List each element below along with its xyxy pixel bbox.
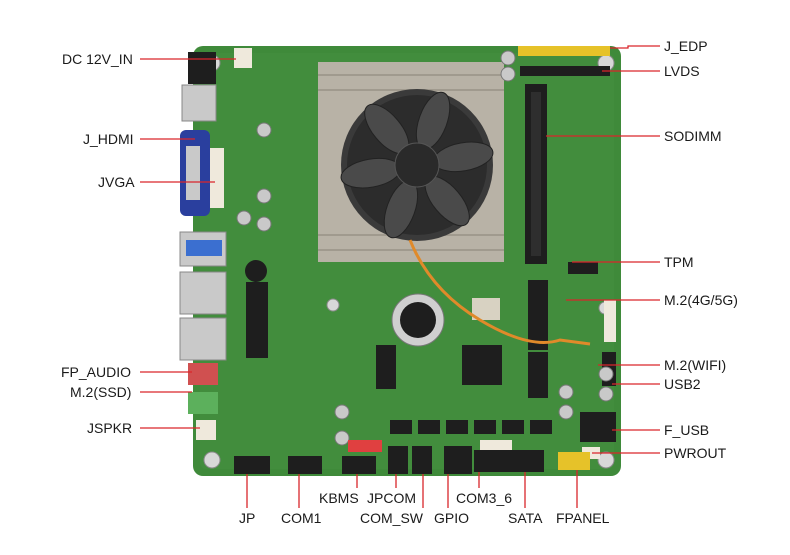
sata-power-red bbox=[348, 440, 382, 452]
kbms-header bbox=[342, 456, 376, 474]
white-header-right bbox=[604, 300, 616, 342]
buzzer bbox=[245, 260, 267, 282]
lan-port-2 bbox=[179, 317, 227, 361]
com-sw-header bbox=[412, 446, 432, 474]
fpanel-header bbox=[558, 452, 590, 470]
f-usb-header bbox=[580, 412, 616, 442]
label-jpcom: JPCOM bbox=[367, 490, 416, 506]
mosfet-row bbox=[390, 420, 552, 434]
label-com3-6: COM3_6 bbox=[456, 490, 513, 506]
power-header bbox=[234, 48, 252, 68]
label-j-edp: J_EDP bbox=[664, 38, 708, 54]
label-gpio: GPIO bbox=[434, 510, 470, 526]
label-lvds: LVDS bbox=[664, 63, 700, 79]
m2-ssd-slot bbox=[246, 282, 268, 358]
label-f-usb: F_USB bbox=[664, 422, 710, 438]
lvds-header bbox=[520, 66, 610, 76]
jpcom-header bbox=[388, 446, 408, 474]
label-jvga: JVGA bbox=[98, 174, 135, 190]
j-edp-header bbox=[518, 46, 610, 56]
leader-lines bbox=[140, 45, 660, 508]
label-usb2: USB2 bbox=[664, 376, 701, 392]
com1-header bbox=[288, 456, 322, 474]
jp-header bbox=[234, 456, 270, 474]
sodimm-inner bbox=[531, 92, 541, 256]
bios-chip bbox=[472, 298, 500, 320]
usb3-insert bbox=[186, 240, 222, 256]
fan-hub bbox=[394, 142, 440, 188]
label-m2-wifi: M.2(WIFI) bbox=[664, 357, 727, 373]
m2-4g5g-slot bbox=[528, 280, 548, 350]
m2-wifi-slot bbox=[528, 352, 548, 398]
m2-ssd-2 bbox=[376, 345, 396, 389]
fan-blades bbox=[340, 91, 494, 239]
label-j-hdmi: J_HDMI bbox=[83, 131, 134, 147]
label-dc-12v-in: DC 12V_IN bbox=[62, 51, 133, 67]
label-com-sw: COM_SW bbox=[360, 510, 423, 526]
dc-jack bbox=[188, 52, 216, 84]
label-m2-4g5g: M.2(4G/5G) bbox=[664, 292, 738, 308]
cmos-battery-inner bbox=[400, 302, 436, 338]
capacitors bbox=[236, 50, 614, 446]
hdmi-port bbox=[181, 84, 217, 122]
gpio-header bbox=[444, 446, 472, 474]
io-chip bbox=[462, 345, 502, 385]
vga-shell bbox=[186, 146, 200, 200]
audio-jack-green bbox=[188, 392, 218, 414]
sata-port bbox=[480, 440, 512, 450]
label-pwrout: PWROUT bbox=[664, 445, 727, 461]
label-sodimm: SODIMM bbox=[664, 128, 722, 144]
label-sata: SATA bbox=[508, 510, 543, 526]
label-fpanel: FPANEL bbox=[556, 510, 610, 526]
fan-cable bbox=[408, 239, 591, 346]
label-fp-audio: FP_AUDIO bbox=[61, 364, 132, 380]
com3-6-header bbox=[474, 450, 544, 472]
label-m2-ssd: M.2(SSD) bbox=[70, 384, 132, 400]
tpm-header bbox=[568, 262, 598, 274]
speaker-header bbox=[196, 420, 216, 440]
label-com1: COM1 bbox=[281, 510, 322, 526]
label-kbms: KBMS bbox=[319, 490, 359, 506]
lan-port-1 bbox=[179, 271, 227, 315]
label-tpm: TPM bbox=[664, 254, 694, 270]
audio-jack-red bbox=[188, 363, 218, 385]
label-jp: JP bbox=[239, 510, 256, 526]
vga-header bbox=[210, 148, 224, 208]
label-jspkr: JSPKR bbox=[87, 420, 133, 436]
